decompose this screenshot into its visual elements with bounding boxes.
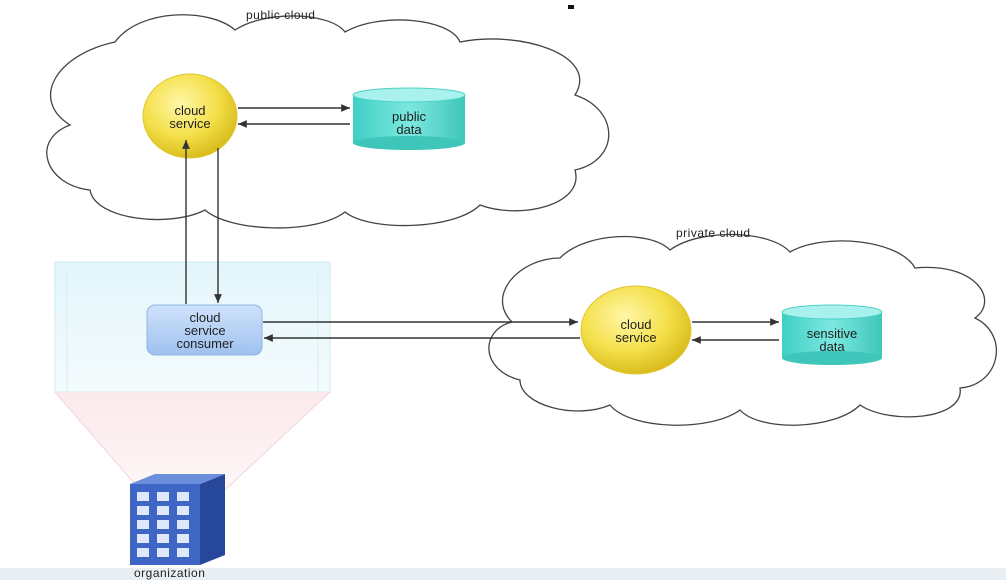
building-window xyxy=(177,534,189,543)
sensitive-data-line2: data xyxy=(819,339,845,354)
building-window xyxy=(137,548,149,557)
sensitive-data-line1: sensitive xyxy=(806,326,858,341)
building-window xyxy=(177,492,189,501)
building-window xyxy=(137,492,149,501)
private-cloud-service-line1: cloud xyxy=(620,317,652,332)
stray-mark xyxy=(568,5,574,9)
public-cloud-service-node xyxy=(142,73,238,159)
building-window xyxy=(177,520,189,529)
private-cloud-service-line2: service xyxy=(615,330,657,345)
consumer-line3: consumer xyxy=(176,336,234,351)
building-window xyxy=(157,548,169,557)
public-cloud-title: public cloud xyxy=(246,8,316,22)
public-data-line2: data xyxy=(396,122,422,137)
public-cloud-service-label: cloud service xyxy=(150,104,230,130)
building-window xyxy=(177,506,189,515)
cloud-service-consumer-node xyxy=(146,304,263,356)
public-data-label: public data xyxy=(369,110,449,136)
consumer-line2: service xyxy=(184,323,226,338)
organization-cone xyxy=(55,392,330,490)
building-window xyxy=(157,520,169,529)
building-window xyxy=(177,548,189,557)
public-data-cylinder xyxy=(352,87,466,150)
public-cloud-service-line2: service xyxy=(169,116,211,131)
private-cloud-service-node xyxy=(580,285,692,375)
private-cloud-service-label: cloud service xyxy=(596,318,676,344)
public-cloud-service-line1: cloud xyxy=(174,103,206,118)
consumer-line1: cloud xyxy=(189,310,221,325)
sensitive-data-label: sensitive data xyxy=(787,327,877,353)
building-window xyxy=(157,492,169,501)
organization-label: organization xyxy=(134,566,206,580)
building-window xyxy=(137,520,149,529)
bottom-band xyxy=(0,568,1006,580)
building-icon xyxy=(130,474,225,565)
private-cloud-title: private cloud xyxy=(676,226,751,240)
building-window xyxy=(137,534,149,543)
building-window xyxy=(137,506,149,515)
public-cloud-shape xyxy=(46,14,610,229)
private-cloud-shape xyxy=(488,233,998,426)
cloud-service-consumer-label: cloud service consumer xyxy=(150,311,260,350)
public-data-line1: public xyxy=(392,109,426,124)
building-window xyxy=(157,534,169,543)
building-window xyxy=(157,506,169,515)
sensitive-data-cylinder xyxy=(781,304,883,365)
arrows xyxy=(182,104,779,344)
